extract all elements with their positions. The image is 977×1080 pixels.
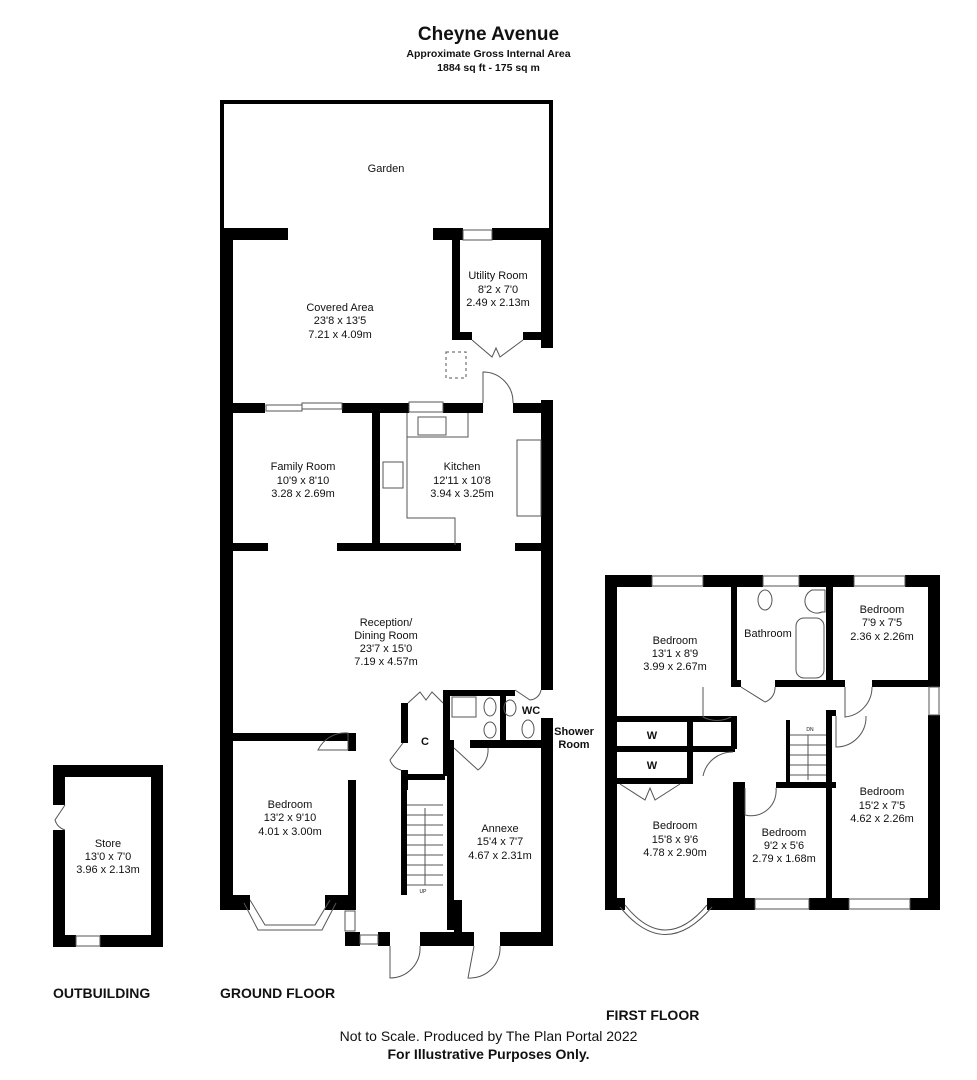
room-name-kitchen: Kitchen [444, 461, 481, 473]
room-metric-bedroom-ground: 4.01 x 3.00m [258, 826, 322, 838]
room-imperial-covered-area: 23'8 x 13'5 [314, 315, 367, 327]
room-name-utility: Utility Room [468, 270, 527, 282]
room-imperial-kitchen: 12'11 x 10'8 [433, 475, 491, 487]
room-imperial-family: 10'9 x 8'10 [277, 475, 330, 487]
wardrobe-label-1: W [647, 730, 658, 742]
outbuilding-label: OUTBUILDING [53, 985, 151, 1001]
plan-subtitle: Approximate Gross Internal Area [406, 48, 571, 60]
room-name-annexe: Annexe [481, 823, 518, 835]
room-name-bedroom-2: Bedroom [860, 604, 905, 616]
room-imperial-bedroom-3: 15'8 x 9'6 [652, 834, 698, 846]
room-metric-bedroom-5: 4.62 x 2.26m [850, 813, 914, 825]
first-floor-labels: Bedroom 13'1 x 8'9 3.99 x 2.67m Bathroom… [643, 604, 914, 865]
ground-floor-label: GROUND FLOOR [220, 985, 336, 1001]
room-imperial-annexe: 15'4 x 7'7 [477, 836, 523, 848]
first-stairs [790, 734, 826, 780]
plan-title: Cheyne Avenue [417, 24, 560, 45]
room-name-covered-area: Covered Area [306, 302, 374, 314]
plan-area: 1884 sq ft - 175 sq m [437, 62, 540, 74]
room-imperial-bedroom-4: 9'2 x 5'6 [764, 840, 804, 852]
room-name-shower-room: Room [558, 739, 589, 751]
outbuilding-labels: Store 13'0 x 7'0 3.96 x 2.13m [76, 838, 140, 876]
room-imperial-bedroom-2: 7'9 x 7'5 [862, 617, 902, 629]
room-imperial-bedroom-1: 13'1 x 8'9 [652, 648, 698, 660]
room-name-cupboard: C [421, 736, 429, 748]
room-name-shower: Shower [554, 726, 594, 738]
outbuilding-walls [53, 765, 163, 947]
room-name-dining: Dining Room [354, 630, 418, 642]
first-floor-walls [605, 575, 940, 910]
ground-floor-labels: Garden Covered Area 23'8 x 13'5 7.21 x 4… [258, 163, 594, 895]
footer-disclaimer: Not to Scale. Produced by The Plan Porta… [339, 1028, 638, 1044]
room-metric-store: 3.96 x 2.13m [76, 864, 140, 876]
footer-illustrative: For Illustrative Purposes Only. [387, 1046, 590, 1062]
room-metric-bedroom-4: 2.79 x 1.68m [752, 853, 816, 865]
room-name-bedroom-3: Bedroom [653, 820, 698, 832]
room-imperial-store: 13'0 x 7'0 [85, 851, 131, 863]
room-name-bedroom-1: Bedroom [653, 635, 698, 647]
room-metric-covered-area: 7.21 x 4.09m [308, 329, 372, 341]
wardrobe-label-2: W [647, 760, 658, 772]
room-imperial-bedroom-ground: 13'2 x 9'10 [264, 812, 317, 824]
room-imperial-reception: 23'7 x 15'0 [360, 643, 413, 655]
room-name-garden: Garden [368, 163, 405, 175]
room-name-bedroom-4: Bedroom [762, 827, 807, 839]
room-name-bedroom-5: Bedroom [860, 786, 905, 798]
room-metric-reception: 7.19 x 4.57m [354, 656, 418, 668]
room-name-bedroom-ground: Bedroom [268, 799, 313, 811]
room-imperial-utility: 8'2 x 7'0 [478, 284, 518, 296]
ground-floor-walls [220, 100, 553, 946]
room-metric-bedroom-2: 2.36 x 2.26m [850, 631, 914, 643]
room-metric-bedroom-1: 3.99 x 2.67m [643, 661, 707, 673]
room-metric-kitchen: 3.94 x 3.25m [430, 488, 494, 500]
room-name-store: Store [95, 838, 121, 850]
room-name-wc: WC [522, 705, 540, 717]
stairs-down-label: DN [806, 727, 814, 733]
room-metric-annexe: 4.67 x 2.31m [468, 850, 532, 862]
room-metric-family: 3.28 x 2.69m [271, 488, 335, 500]
stairs-up-label: UP [420, 889, 428, 895]
room-name-family: Family Room [271, 461, 336, 473]
room-imperial-bedroom-5: 15'2 x 7'5 [859, 800, 905, 812]
room-name-reception: Reception/ [360, 617, 414, 629]
room-name-bathroom: Bathroom [744, 628, 792, 640]
room-metric-bedroom-3: 4.78 x 2.90m [643, 847, 707, 859]
ground-stairs [407, 804, 443, 886]
first-floor-label: FIRST FLOOR [606, 1007, 700, 1023]
room-metric-utility: 2.49 x 2.13m [466, 297, 530, 309]
